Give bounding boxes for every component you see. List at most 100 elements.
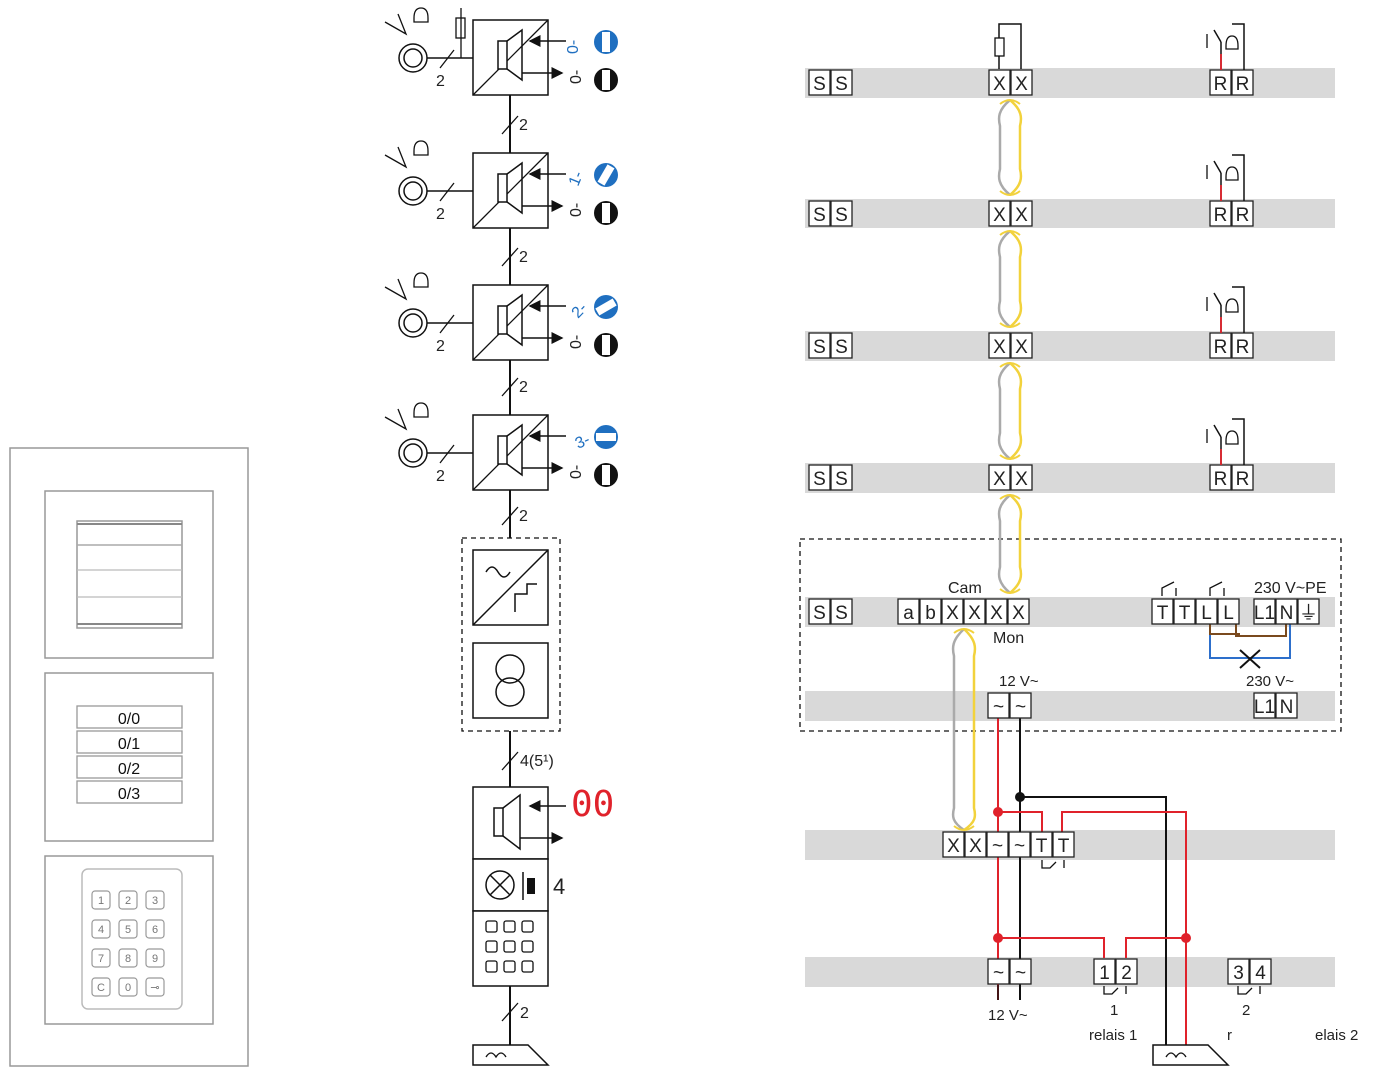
station-group-knob[interactable] bbox=[594, 463, 618, 487]
terminal[interactable] bbox=[1010, 464, 1033, 491]
terminal[interactable] bbox=[988, 464, 1011, 491]
keypad-key[interactable] bbox=[91, 919, 111, 939]
bell-push-icon bbox=[1206, 286, 1245, 333]
terminal[interactable] bbox=[1253, 598, 1276, 625]
keypad-key[interactable] bbox=[145, 919, 165, 939]
terminal[interactable] bbox=[808, 464, 831, 491]
terminal[interactable] bbox=[1297, 598, 1320, 625]
door-key[interactable] bbox=[485, 960, 498, 973]
terminal[interactable] bbox=[941, 598, 964, 625]
door-bell-handset-icon: 2 bbox=[384, 7, 473, 90]
terminal[interactable] bbox=[808, 200, 831, 227]
keypad-key[interactable] bbox=[118, 977, 138, 997]
terminal[interactable] bbox=[897, 598, 920, 625]
terminal[interactable] bbox=[1231, 332, 1254, 359]
terminal[interactable] bbox=[1231, 464, 1254, 491]
station-address-knob[interactable] bbox=[594, 295, 618, 319]
apartment-station: 20-0- bbox=[384, 7, 618, 96]
station-group-knob[interactable] bbox=[594, 68, 618, 92]
terminal-block: ~~ bbox=[987, 958, 1032, 985]
display-value: 00 bbox=[571, 784, 614, 825]
terminal[interactable] bbox=[1010, 69, 1033, 96]
terminal[interactable] bbox=[1007, 598, 1030, 625]
terminal[interactable] bbox=[1030, 831, 1053, 858]
relay-contact-icons bbox=[1161, 581, 1225, 596]
door-key[interactable] bbox=[503, 920, 516, 933]
terminal[interactable] bbox=[1275, 692, 1298, 719]
keypad-key[interactable] bbox=[91, 977, 111, 997]
keypad-key[interactable] bbox=[91, 948, 111, 968]
keypad-key-label: 1 bbox=[98, 895, 104, 907]
terminal[interactable] bbox=[1253, 692, 1276, 719]
door-key[interactable] bbox=[485, 920, 498, 933]
station-address-knob[interactable] bbox=[594, 425, 618, 449]
terminal[interactable] bbox=[1275, 598, 1298, 625]
terminal[interactable] bbox=[988, 69, 1011, 96]
door-key[interactable] bbox=[485, 940, 498, 953]
speaker-icon bbox=[497, 305, 508, 335]
keypad-key[interactable] bbox=[145, 890, 165, 910]
terminal[interactable] bbox=[987, 692, 1010, 719]
door-key[interactable] bbox=[521, 940, 534, 953]
terminal[interactable] bbox=[1231, 69, 1254, 96]
terminal[interactable] bbox=[830, 200, 853, 227]
station-address-knob[interactable] bbox=[594, 30, 618, 54]
terminal[interactable] bbox=[1010, 332, 1033, 359]
terminal[interactable] bbox=[808, 332, 831, 359]
terminal[interactable] bbox=[808, 69, 831, 96]
keypad-key[interactable] bbox=[118, 948, 138, 968]
lamp-icon bbox=[485, 870, 515, 900]
name-label-text: 0/0 bbox=[118, 711, 140, 728]
terminal-label: X bbox=[946, 603, 959, 624]
terminal[interactable] bbox=[830, 598, 853, 625]
terminal[interactable] bbox=[830, 464, 853, 491]
terminal[interactable] bbox=[988, 332, 1011, 359]
terminal[interactable] bbox=[985, 598, 1008, 625]
door-key[interactable] bbox=[503, 940, 516, 953]
terminal-label: ~ bbox=[1014, 836, 1025, 857]
terminal-label: S bbox=[813, 205, 826, 226]
terminal[interactable] bbox=[1227, 958, 1250, 985]
terminal[interactable] bbox=[986, 831, 1009, 858]
terminal[interactable] bbox=[988, 200, 1011, 227]
terminal[interactable] bbox=[1231, 200, 1254, 227]
terminal-label: S bbox=[835, 74, 848, 95]
terminal[interactable] bbox=[1009, 692, 1032, 719]
station-address-knob[interactable] bbox=[594, 163, 618, 187]
terminal[interactable] bbox=[830, 69, 853, 96]
terminal[interactable] bbox=[942, 831, 965, 858]
terminal[interactable] bbox=[1151, 598, 1174, 625]
station-bottom-code: 0- bbox=[568, 335, 585, 349]
terminal-rail bbox=[805, 463, 1335, 493]
door-key[interactable] bbox=[503, 960, 516, 973]
terminal[interactable] bbox=[1217, 598, 1240, 625]
keypad-key[interactable] bbox=[118, 890, 138, 910]
terminal[interactable] bbox=[1195, 598, 1218, 625]
terminal[interactable] bbox=[808, 598, 831, 625]
bell-push-icon bbox=[1206, 23, 1245, 70]
terminal-label: ~ bbox=[1015, 963, 1026, 984]
station-group-knob[interactable] bbox=[594, 201, 618, 225]
terminal[interactable] bbox=[963, 598, 986, 625]
keypad-key[interactable] bbox=[91, 890, 111, 910]
terminal[interactable] bbox=[964, 831, 987, 858]
door-key[interactable] bbox=[521, 960, 534, 973]
terminal[interactable] bbox=[830, 332, 853, 359]
terminal[interactable] bbox=[1093, 958, 1116, 985]
keypad-key[interactable] bbox=[118, 919, 138, 939]
terminal[interactable] bbox=[1115, 958, 1138, 985]
terminal[interactable] bbox=[1009, 958, 1032, 985]
terminal[interactable] bbox=[1010, 200, 1033, 227]
terminal[interactable] bbox=[987, 958, 1010, 985]
terminal[interactable] bbox=[1249, 958, 1272, 985]
terminal[interactable] bbox=[919, 598, 942, 625]
station-group-knob[interactable] bbox=[594, 333, 618, 357]
terminal[interactable] bbox=[1173, 598, 1196, 625]
terminal[interactable] bbox=[1008, 831, 1031, 858]
keypad-key[interactable] bbox=[145, 977, 165, 997]
keypad-key[interactable] bbox=[145, 948, 165, 968]
terminal[interactable] bbox=[1052, 831, 1075, 858]
door-key[interactable] bbox=[521, 920, 534, 933]
